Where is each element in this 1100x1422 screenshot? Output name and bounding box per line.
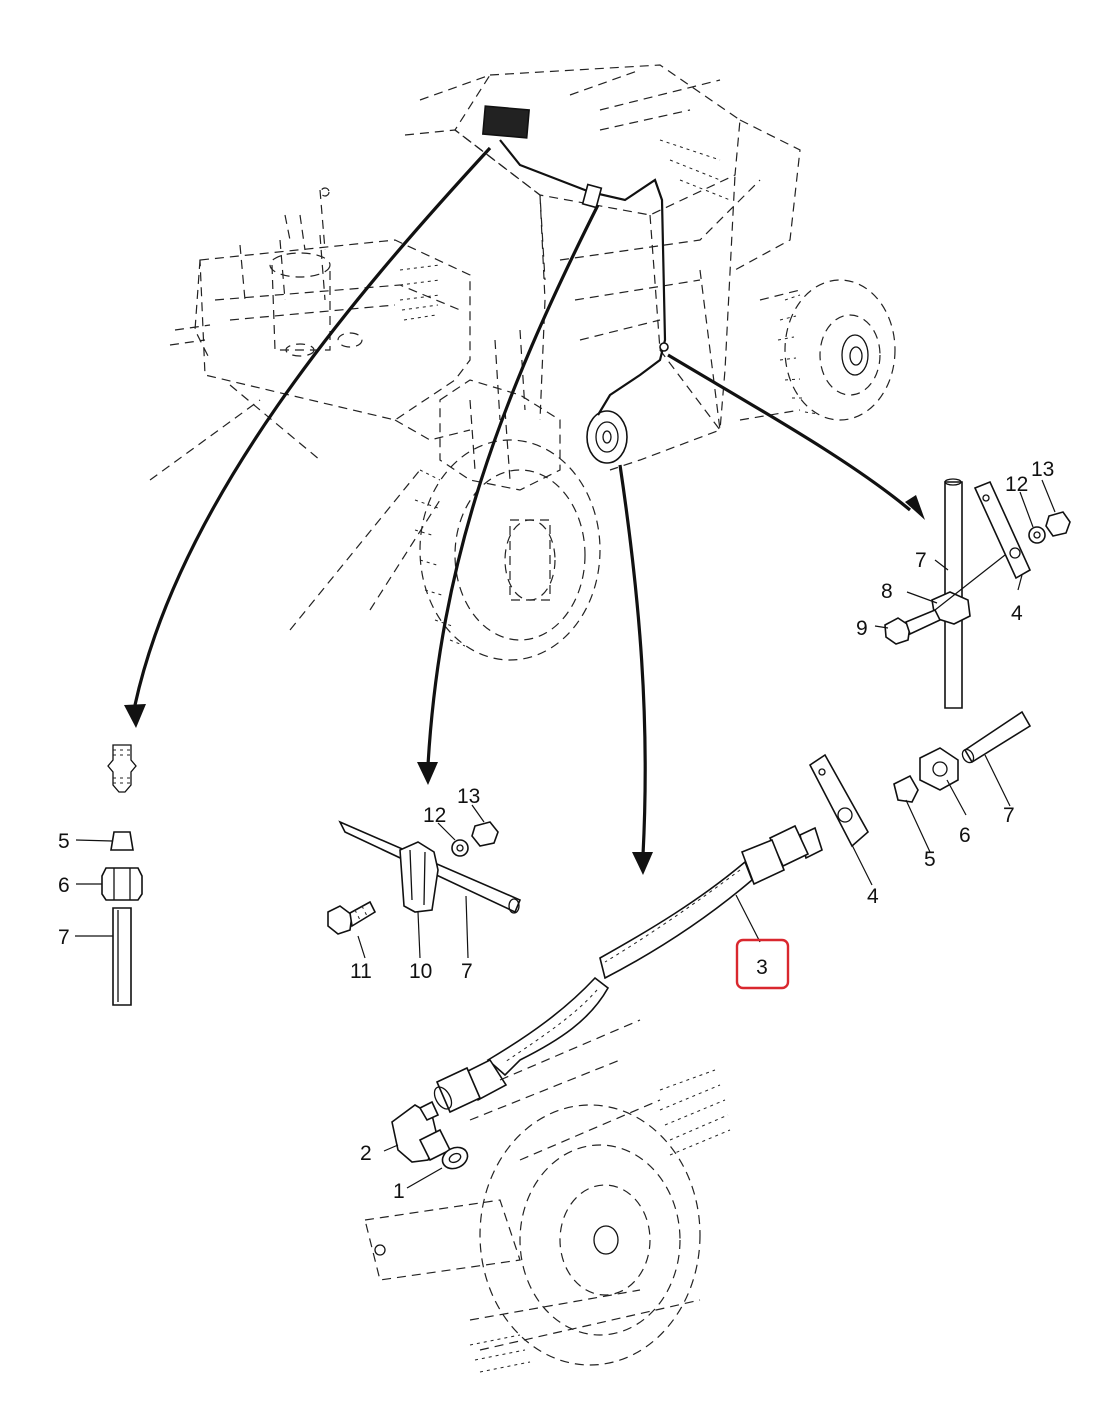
left-fitting-detail [75, 744, 143, 1006]
callout-13-center: 13 [457, 785, 480, 808]
arrow-head-hose [632, 852, 653, 875]
highlight-box-3 [735, 938, 790, 990]
routed-hydraulic-line [499, 139, 669, 416]
callout-4-right: 4 [1011, 602, 1023, 625]
callout-2: 2 [360, 1142, 372, 1165]
callout-11: 11 [350, 960, 372, 983]
olive-5-hose [893, 774, 919, 803]
washer-12-center [451, 839, 469, 857]
hose-3 [599, 860, 753, 980]
callout-7-center: 7 [461, 960, 473, 983]
callout-3: 3 [756, 956, 768, 979]
callout-6-hose: 6 [959, 824, 971, 847]
arrow-head-center [417, 762, 438, 785]
tractor-phantom-outline [149, 64, 896, 661]
bolt-9 [884, 617, 911, 645]
callout-7-hose: 7 [1003, 804, 1015, 827]
callout-5-hose: 5 [924, 848, 936, 871]
callout-5-left: 5 [58, 830, 70, 853]
callout-7-left: 7 [58, 926, 70, 949]
bracket-4-hose [808, 753, 870, 848]
pipe-7-hose [963, 710, 1032, 764]
nut-13-center [471, 821, 499, 847]
arrow-head-right [905, 495, 925, 520]
hose-assembly-detail [383, 710, 1032, 1189]
pulley-phantom [364, 1019, 731, 1373]
callout-10: 10 [409, 960, 432, 983]
olive-5-left [110, 831, 134, 851]
callout-1: 1 [393, 1180, 405, 1203]
center-clamp-detail [327, 804, 522, 959]
callout-12-right: 12 [1005, 473, 1028, 496]
callout-8: 8 [881, 580, 893, 603]
nut-6-hose [919, 747, 959, 791]
reference-arrows [124, 146, 925, 875]
callout-9: 9 [856, 617, 868, 640]
callout-4-hose: 4 [867, 885, 879, 908]
right-bracket-detail [874, 478, 1071, 709]
callout-6-left: 6 [58, 874, 70, 897]
arrow-head-left [124, 704, 146, 728]
callout-labels: 5 6 7 12 13 11 10 7 12 13 7 8 9 4 7 6 5 … [58, 458, 1054, 1203]
bracket-4-right [973, 480, 1032, 580]
callout-7-right: 7 [915, 549, 927, 572]
washer-12-right [1028, 526, 1046, 544]
callout-13-right: 13 [1031, 458, 1054, 481]
nut-13-right [1045, 511, 1071, 537]
washer-1 [441, 1146, 469, 1170]
pipe-7-left [112, 907, 132, 1006]
callout-12-center: 12 [423, 804, 446, 827]
clamp-10 [399, 841, 439, 913]
bolt-11 [327, 905, 353, 935]
nut-6-left [101, 867, 143, 901]
